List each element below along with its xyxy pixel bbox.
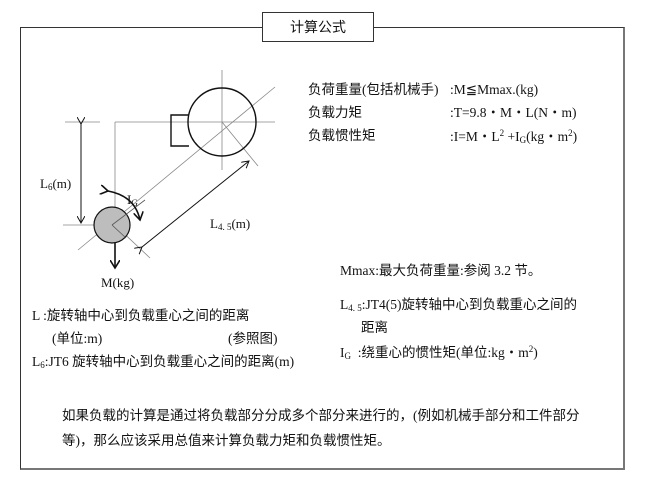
formula-torque: :T=9.8・M・L(N・m) xyxy=(450,105,577,120)
paragraph-line-2: 等)，那么应该采用总值来计算负载力矩和负载惯性矩。 xyxy=(62,433,391,448)
l45-note-cont: 距离 xyxy=(361,320,388,335)
section-title-text: 计算公式 xyxy=(290,20,346,36)
l45-note: L4. 5:JT4(5)旋转轴中心到负载重心之间的 xyxy=(340,297,577,313)
l6-label: L6(m) xyxy=(40,176,72,192)
unit-note: (单位:m) xyxy=(52,331,103,346)
formula-weight: :M≦Mmax.(kg) xyxy=(450,82,539,97)
ig-label: IG xyxy=(127,192,138,208)
formula-label-weight: 负荷重量(包括机械手) xyxy=(308,82,439,97)
formula-label-inertia: 负载惯性矩 xyxy=(308,128,376,143)
mass-label: M(kg) xyxy=(101,275,135,290)
perpendicular-line xyxy=(221,121,259,167)
mmax-note: Mmax:最大负荷重量:参阅 3.2 节。 xyxy=(340,263,542,278)
section-title: 计算公式 xyxy=(262,12,374,42)
l45-dimension-arrow xyxy=(142,161,249,247)
formula-inertia: :I=M・L2 +IG(kg・m2) xyxy=(450,128,578,145)
motor-bracket xyxy=(170,114,189,147)
formula-label-torque: 负载力矩 xyxy=(308,105,362,120)
paragraph-line-1: 如果负载的计算是通过将负载部分分成多个部分来进行的，(例如机械手部分和工件部分 xyxy=(62,408,580,423)
ref-note: (参照图) xyxy=(228,331,278,346)
l-note: L :旋转轴中心到负载重心之间的距离 xyxy=(32,308,250,323)
inertia-arc-arrow xyxy=(108,191,140,220)
l6-note: L6:JT6 旋转轴中心到负载重心之间的距离(m) xyxy=(32,354,295,370)
l45-label: L4. 5(m) xyxy=(210,216,251,232)
rotation-axis-circle xyxy=(187,87,257,157)
ig-note: IG :绕重心的惯性矩(单位:kg・m2) xyxy=(340,344,538,361)
